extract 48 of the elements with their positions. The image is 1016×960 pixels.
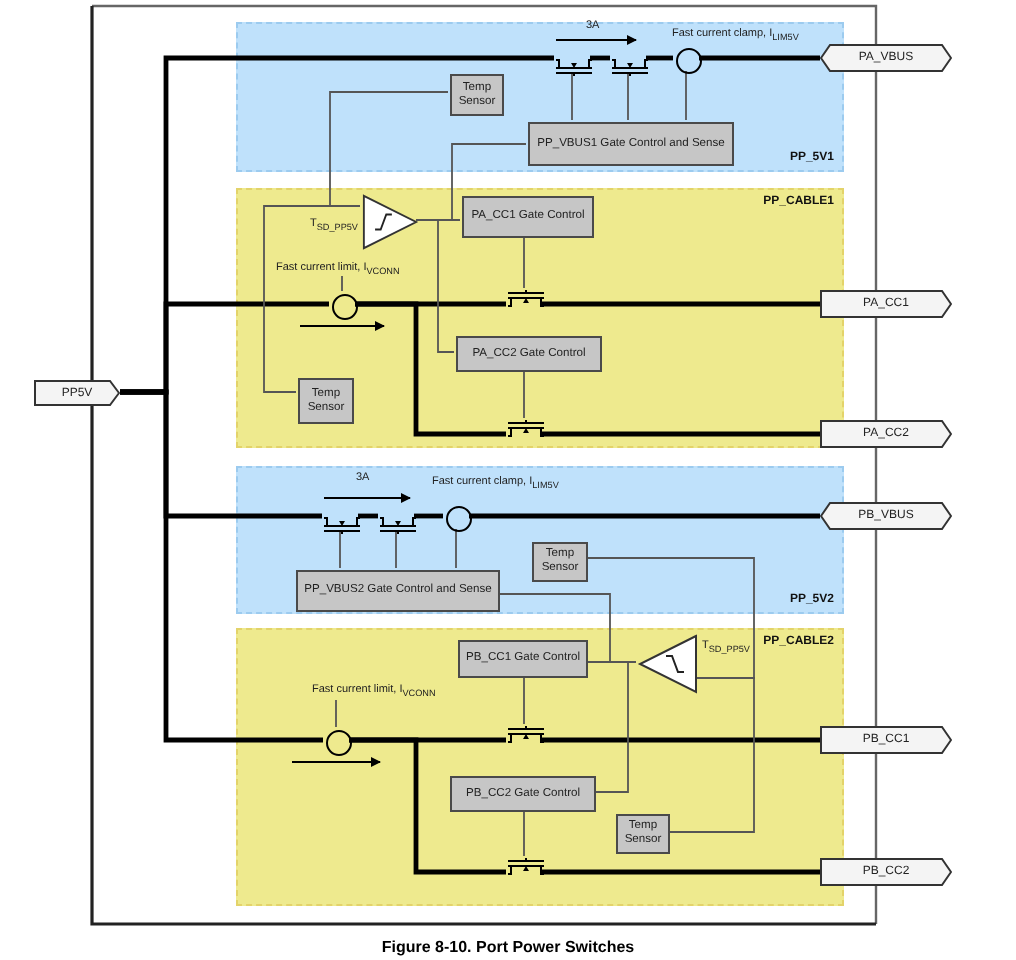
mosfet-symbol [556, 58, 592, 76]
current-sense-circle [325, 729, 351, 755]
power-line [542, 869, 820, 875]
power-line [355, 301, 506, 437]
power-line [349, 737, 506, 875]
power-line [414, 513, 443, 519]
current-sense-circle [675, 47, 701, 73]
power-line [646, 55, 673, 61]
signal-line [339, 531, 341, 569]
signal-line [455, 528, 457, 569]
power-line [542, 431, 820, 437]
power-line [542, 737, 820, 743]
figure-caption: Figure 8-10. Port Power Switches [381, 938, 635, 956]
signal-line [685, 70, 687, 121]
power-domain-region [236, 22, 844, 172]
signal-line [523, 369, 525, 419]
mosfet-symbol [324, 516, 360, 534]
mosfet-symbol [508, 726, 544, 744]
mosfet-symbol [508, 420, 544, 438]
signal-line [341, 275, 343, 292]
mosfet-symbol [508, 290, 544, 308]
signal-line [523, 235, 525, 289]
current-sense-circle [331, 293, 357, 319]
power-domain-region [236, 188, 844, 448]
power-line [469, 513, 820, 519]
signal-line [523, 809, 525, 857]
mosfet-symbol [508, 858, 544, 876]
power-domain-region [236, 466, 844, 614]
signal-line [571, 73, 573, 121]
power-line [120, 389, 323, 743]
mosfet-symbol [612, 58, 648, 76]
signal-line [329, 91, 449, 207]
power-line [358, 513, 378, 519]
power-domain-region [236, 628, 844, 906]
power-line [542, 301, 820, 307]
signal-line [395, 531, 397, 569]
signal-line [335, 699, 337, 728]
mosfet-symbol [380, 516, 416, 534]
signal-line [263, 205, 361, 393]
comparator-symbol [638, 634, 698, 694]
current-sense-circle [445, 505, 471, 531]
signal-line [585, 557, 755, 679]
comparator-symbol [362, 194, 418, 250]
signal-line [523, 675, 525, 725]
signal-line [667, 677, 755, 833]
signal-line [627, 73, 629, 121]
power-line [699, 55, 820, 61]
power-line [590, 55, 610, 61]
